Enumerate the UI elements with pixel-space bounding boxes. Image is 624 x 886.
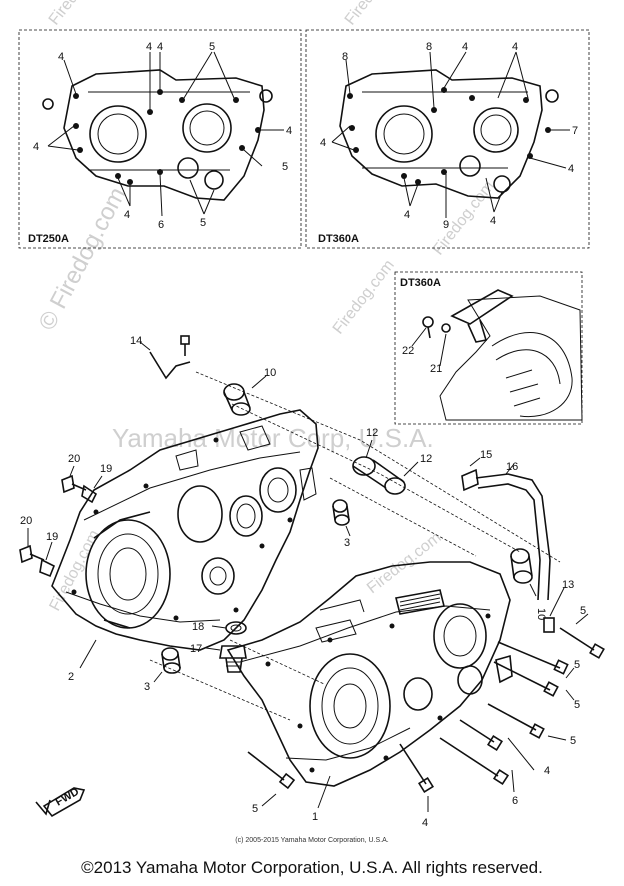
- callout-5: 5: [200, 217, 206, 229]
- callout-4: 4: [462, 41, 468, 53]
- callout-4: 4: [404, 209, 410, 221]
- callout-10: 10: [535, 608, 547, 620]
- callout-5: 5: [574, 659, 580, 671]
- callout-15: 15: [480, 449, 492, 461]
- watermark-diagonal: © Firedog.com: [33, 183, 131, 335]
- callout-17: 17: [190, 643, 202, 655]
- callout-14: 14: [130, 335, 142, 347]
- callout-7: 7: [572, 125, 578, 137]
- callout-4: 4: [490, 215, 496, 227]
- callout-1: 1: [312, 811, 318, 823]
- callout-4: 4: [320, 137, 326, 149]
- callout-8: 8: [342, 51, 348, 63]
- callout-10: 10: [264, 367, 276, 379]
- callout-12: 12: [420, 453, 432, 465]
- callout-4: 4: [512, 41, 518, 53]
- callout-6: 6: [158, 219, 164, 231]
- callout-13: 13: [562, 579, 574, 591]
- callout-19: 19: [46, 531, 58, 543]
- callout-4: 4: [544, 765, 550, 777]
- callout-5: 5: [209, 41, 215, 53]
- front-direction-arrow: FWD: [35, 786, 86, 818]
- callout-4: 4: [422, 817, 428, 829]
- callout-16: 16: [506, 461, 518, 473]
- callout-8: 8: [426, 41, 432, 53]
- callout-4: 4: [124, 209, 130, 221]
- callout-3: 3: [144, 681, 150, 693]
- callout-4: 4: [58, 51, 64, 63]
- callout-5: 5: [570, 735, 576, 747]
- copyright-small: (c) 2005-2015 Yamaha Motor Corporation, …: [235, 837, 389, 844]
- callout-20: 20: [68, 453, 80, 465]
- callout-4: 4: [33, 141, 39, 153]
- callout-6: 6: [512, 795, 518, 807]
- callout-18: 18: [192, 621, 204, 633]
- watermark-small-top: Firedog.com: [46, 0, 114, 28]
- main-exploded-view: 14 10 12 12 15 16 10 13: [19, 335, 605, 829]
- callout-9: 9: [443, 219, 449, 231]
- inset-dt250a-label: DT250A: [28, 233, 69, 245]
- callout-19: 19: [100, 463, 112, 475]
- watermark-small-right: Firedog.com: [330, 257, 398, 338]
- copyright-main: ©2013 Yamaha Motor Corporation, U.S.A. A…: [81, 858, 543, 877]
- inset-dt360a-right-label: DT360A: [400, 277, 441, 289]
- fwd-label: FWD: [54, 786, 82, 809]
- callout-4: 4: [146, 41, 152, 53]
- callout-2: 2: [68, 671, 74, 683]
- callout-22: 22: [402, 345, 414, 357]
- callout-5: 5: [282, 161, 288, 173]
- inset-dt360a-top: DT360A 8 8 4 4 4 7 4 4 9 4: [305, 29, 590, 249]
- bolts-right: [247, 613, 605, 812]
- inset-dt250a: DT250A 4 4 4 5 4 4 5 4 6 5: [18, 29, 302, 249]
- callout-3: 3: [344, 537, 350, 549]
- watermark-center: Yamaha Motor Corp, U.S.A.: [112, 423, 434, 453]
- callout-4: 4: [568, 163, 574, 175]
- inset-dt360a-right: DT360A 22 21: [394, 271, 583, 425]
- callout-5: 5: [580, 605, 586, 617]
- callout-20: 20: [20, 515, 32, 527]
- watermark-small-lower: Firedog.com: [364, 529, 445, 597]
- inset-dt360a-top-label: DT360A: [318, 233, 359, 245]
- watermark-small-top-right: Firedog.com: [342, 0, 410, 28]
- callout-4: 4: [286, 125, 292, 137]
- callout-21: 21: [430, 363, 442, 375]
- watermark-small-mid-right: Firedog.com: [430, 178, 498, 259]
- callout-12: 12: [366, 427, 378, 439]
- callout-5: 5: [252, 803, 258, 815]
- callout-4: 4: [157, 41, 163, 53]
- callout-5: 5: [574, 699, 580, 711]
